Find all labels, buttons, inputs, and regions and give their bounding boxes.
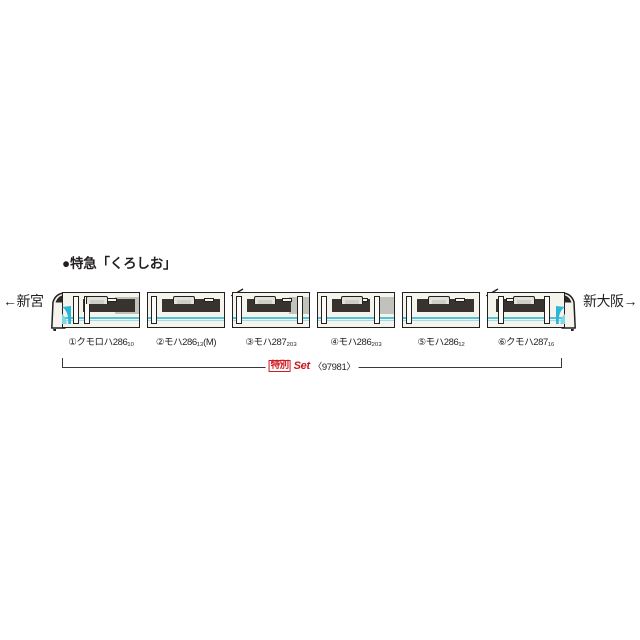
- car-door: [544, 296, 550, 324]
- car-caption-5: ⑤モハ286₁₂: [417, 337, 465, 348]
- car-caption-4: ④モハ286₂₀₃: [330, 337, 382, 348]
- train-consist: [51, 280, 576, 331]
- bracket-tick-left: [62, 358, 64, 368]
- roof-ac-unit: [173, 296, 195, 304]
- number-board: [107, 298, 117, 302]
- formation-diagram: ●特急「くろしお」 ←新宮 新大阪→: [0, 250, 640, 380]
- car-caption-6: ⑥クモハ287₁₆: [497, 337, 555, 348]
- number-board: [282, 298, 292, 302]
- body-stripe-light: [233, 320, 309, 321]
- direction-label-left: ←新宮: [3, 293, 44, 309]
- window-band: [496, 299, 548, 312]
- car-door: [73, 296, 79, 324]
- set-word-label: Set: [293, 360, 311, 372]
- body-stripe: [403, 317, 479, 319]
- set-bracket: 特別 Set 〈97981〉: [62, 358, 562, 373]
- body-stripe: [148, 317, 224, 319]
- body-stripe-light: [63, 320, 139, 321]
- train-car-4: [317, 292, 395, 328]
- body-stripe-light: [488, 320, 564, 321]
- set-special-label: 特別: [268, 360, 291, 372]
- set-badge: 特別 Set 〈97981〉: [265, 359, 359, 373]
- cab-accent-stripe: [62, 305, 71, 324]
- cab-nose-icon: [51, 292, 66, 332]
- train-car-2: [147, 292, 225, 328]
- train-car-5: [402, 292, 480, 328]
- car-body: [62, 292, 140, 328]
- number-board: [455, 298, 465, 302]
- car-door: [498, 296, 504, 324]
- vent-panel: [376, 297, 394, 314]
- car-door: [406, 296, 412, 324]
- car-door: [297, 296, 303, 324]
- roof-ac-unit: [341, 296, 363, 304]
- car-caption-3: ③モハ287₂₀₃: [245, 337, 297, 348]
- car-door: [321, 296, 327, 324]
- car-door: [374, 296, 380, 324]
- roof-ac-unit: [428, 296, 450, 304]
- body-stripe-light: [318, 320, 394, 321]
- body-stripe: [318, 317, 394, 319]
- car-caption-row: ①クモロハ286₁₀ ②モハ286₁₃(M) ③モハ287₂₀₃ ④モハ286₂…: [62, 334, 562, 350]
- body-stripe: [488, 317, 564, 319]
- set-product-code: 〈97981〉: [312, 362, 356, 373]
- body-stripe: [233, 317, 309, 319]
- body-stripe: [63, 317, 139, 319]
- body-stripe-light: [403, 320, 479, 321]
- bracket-tick-right: [560, 358, 562, 368]
- car-caption-2: ②モハ286₁₃(M): [155, 337, 217, 348]
- roof-ac-unit: [513, 296, 535, 304]
- number-board: [204, 298, 214, 302]
- train-car-6: [485, 288, 576, 331]
- train-car-3: [230, 288, 310, 328]
- body-stripe-light: [148, 320, 224, 321]
- car-body: [402, 292, 480, 328]
- train-car-1: [51, 292, 140, 331]
- roof-ac-unit: [86, 296, 108, 304]
- car-door: [236, 296, 242, 324]
- cab-accent-stripe: [556, 305, 565, 324]
- roof-ac-unit: [254, 296, 276, 304]
- direction-label-right: 新大阪→: [583, 293, 638, 309]
- diagram-title: ●特急「くろしお」: [62, 256, 177, 271]
- car-caption-1: ①クモロハ286₁₀: [68, 337, 134, 348]
- car-door: [151, 296, 157, 324]
